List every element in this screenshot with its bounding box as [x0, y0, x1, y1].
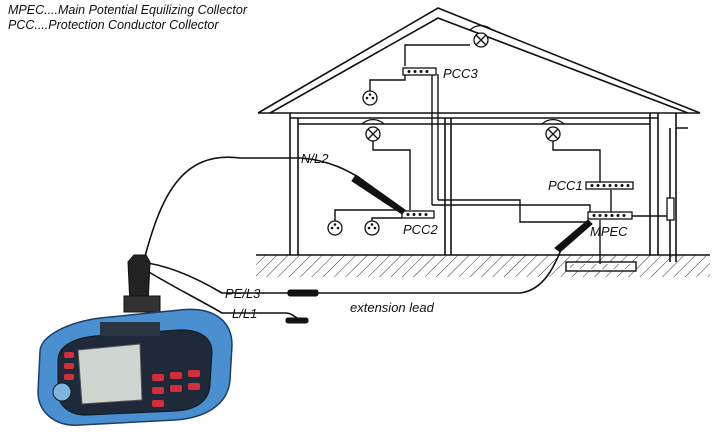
label-pcc2: PCC2: [403, 222, 438, 237]
label-pcc1: PCC1: [548, 178, 583, 193]
label-pel3: PE/L3: [225, 286, 261, 301]
terminal-bar-icon: [401, 67, 675, 221]
label-extension-lead: extension lead: [350, 300, 434, 315]
label-pcc3: PCC3: [443, 66, 478, 81]
probe-icon: [285, 174, 593, 324]
legend-mpec: MPEC....Main Potential Equilizing Collec…: [8, 3, 247, 17]
socket-icon: [327, 90, 380, 236]
label-mpec: MPEC: [590, 224, 628, 239]
instrument-icon: [37, 254, 233, 426]
house-structure: [257, 7, 701, 262]
label-nl2: N/L2: [301, 151, 329, 166]
ground-hatch: [256, 255, 710, 277]
lamp-icon: [361, 24, 565, 142]
test-leads: [135, 156, 566, 321]
legend-pcc: PCC....Protection Conductor Collector: [8, 18, 219, 32]
label-ll1: L/L1: [232, 306, 258, 321]
